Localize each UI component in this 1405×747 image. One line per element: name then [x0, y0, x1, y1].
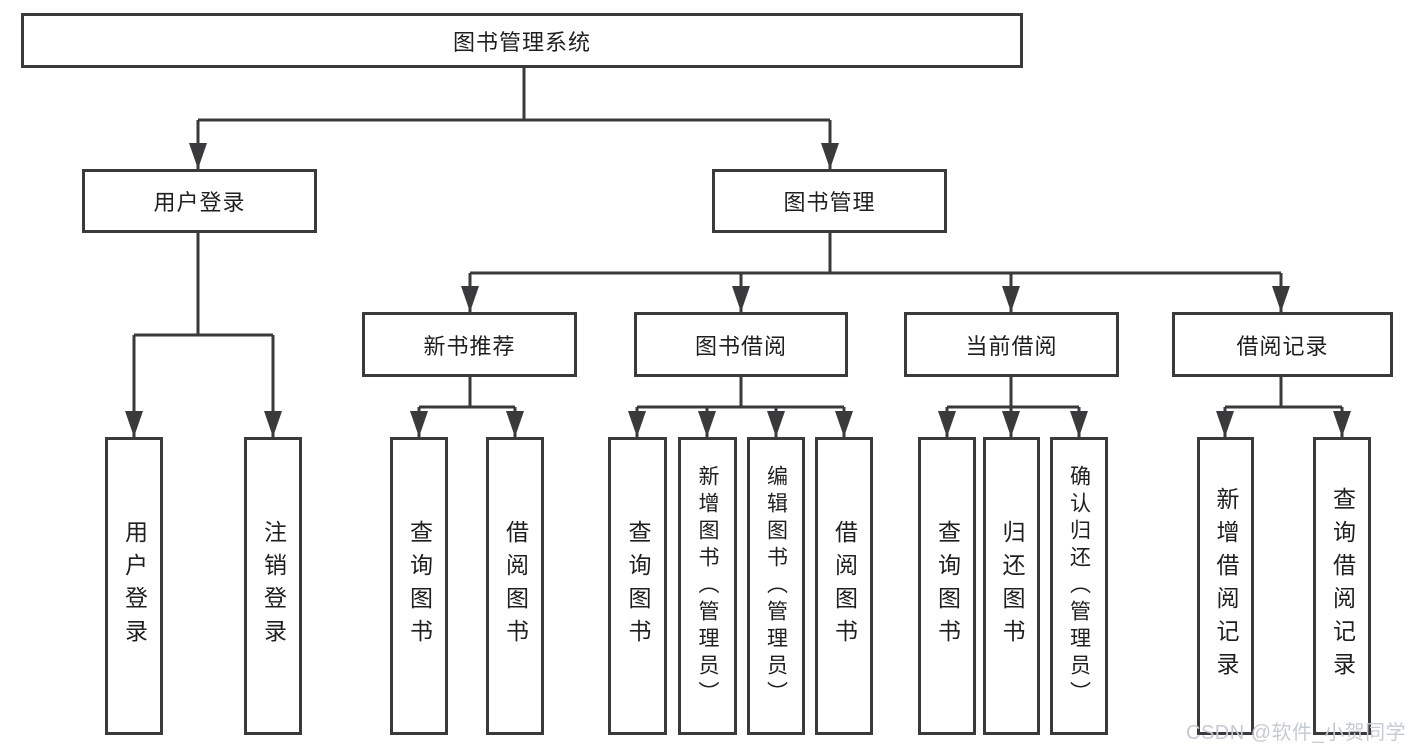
leaf-borrow-books-1-label: 借阅图书	[502, 520, 529, 652]
leaf-add-book-admin: 新增图书（管理员）	[678, 437, 737, 735]
leaf-return-book-label: 归还图书	[999, 520, 1025, 652]
leaf-user-login: 用户登录	[105, 437, 163, 735]
leaf-query-books-2-label: 查询图书	[625, 520, 651, 652]
node-borrow-record: 借阅记录	[1172, 312, 1393, 377]
leaf-add-book-admin-label: 新增图书（管理员）	[696, 464, 719, 708]
leaf-borrow-books-2-label: 借阅图书	[831, 520, 858, 652]
leaf-query-books-2: 查询图书	[608, 437, 667, 735]
leaf-logout-label: 注销登录	[260, 520, 287, 652]
node-root-label: 图书管理系统	[452, 29, 591, 55]
leaf-query-books-1: 查询图书	[390, 437, 448, 735]
node-book-borrow-label: 图书借阅	[694, 333, 787, 359]
leaf-query-borrow-record-label: 查询借阅记录	[1329, 487, 1356, 685]
node-book-management: 图书管理	[712, 169, 947, 233]
leaf-query-borrow-record: 查询借阅记录	[1313, 437, 1371, 735]
leaf-add-borrow-record: 新增借阅记录	[1197, 437, 1254, 735]
leaf-borrow-books-1: 借阅图书	[486, 437, 544, 735]
node-book-borrow: 图书借阅	[634, 312, 848, 377]
leaf-edit-book-admin: 编辑图书（管理员）	[747, 437, 805, 735]
node-root-system: 图书管理系统	[21, 13, 1023, 68]
leaf-query-books-3: 查询图书	[918, 437, 976, 735]
leaf-return-book: 归还图书	[983, 437, 1040, 735]
node-new-book-recommend: 新书推荐	[362, 312, 577, 377]
node-user-login-label: 用户登录	[153, 190, 246, 215]
node-new-book-recommend-label: 新书推荐	[423, 333, 516, 359]
branch-rails	[134, 68, 1342, 409]
leaf-edit-book-admin-label: 编辑图书（管理员）	[764, 464, 788, 708]
node-user-login: 用户登录	[82, 169, 317, 233]
node-borrow-record-label: 借阅记录	[1236, 333, 1329, 359]
leaf-user-login-label: 用户登录	[121, 520, 148, 652]
leaf-query-books-3-label: 查询图书	[934, 520, 961, 652]
leaf-borrow-books-2: 借阅图书	[815, 437, 873, 735]
leaf-query-books-1-label: 查询图书	[406, 520, 433, 652]
csdn-watermark: CSDN @软件_小贺同学	[1186, 722, 1405, 744]
leaf-confirm-return-admin-label: 确认归还（管理员）	[1067, 464, 1091, 708]
node-current-borrow-label: 当前借阅	[965, 333, 1058, 359]
leaf-confirm-return-admin: 确认归还（管理员）	[1050, 437, 1108, 735]
leaf-logout: 注销登录	[244, 437, 302, 735]
node-current-borrow: 当前借阅	[904, 312, 1119, 377]
leaf-add-borrow-record-label: 新增借阅记录	[1213, 487, 1239, 685]
node-book-management-label: 图书管理	[783, 190, 876, 215]
